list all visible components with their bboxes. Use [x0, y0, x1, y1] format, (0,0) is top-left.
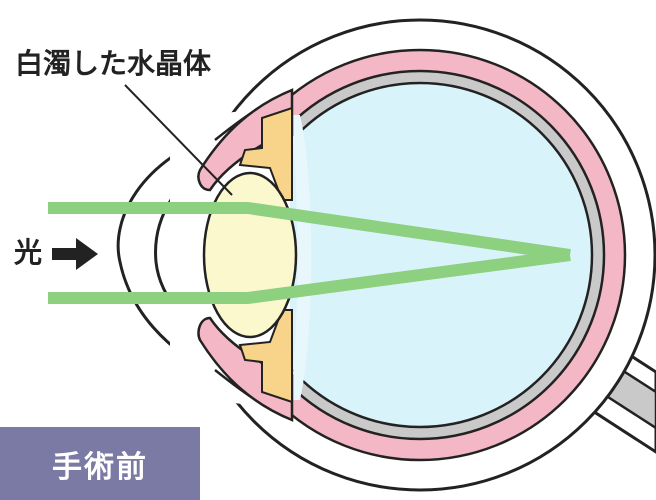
arrow-right-icon	[52, 238, 98, 270]
cataract-lens	[202, 171, 298, 339]
ciliary-body-upper	[238, 106, 293, 201]
cataract-lens-label: 白濁した水晶体	[15, 47, 212, 80]
caption-before-surgery: 手術前	[0, 427, 200, 500]
label-pointer-line	[124, 84, 233, 196]
light-label: 光	[13, 236, 42, 269]
light-rays	[48, 202, 571, 304]
ciliary-body-lower	[238, 309, 293, 404]
